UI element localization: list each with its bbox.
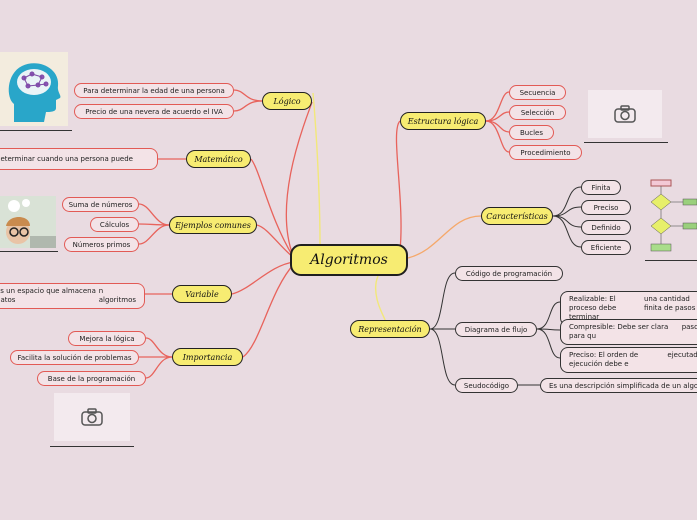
- camera-icon: [81, 408, 103, 426]
- caracteristica-eficiente[interactable]: Eficiente: [581, 240, 631, 255]
- caracteristica-definido[interactable]: Definido: [581, 220, 631, 235]
- topic-estructura-logica[interactable]: Estructura lógica: [400, 112, 486, 130]
- representacion-codigo[interactable]: Código de programación: [455, 266, 563, 281]
- logico-item-nevera[interactable]: Precio de una nevera de acuerdo el IVA: [74, 104, 234, 119]
- representacion-seudocodigo[interactable]: Seudocódigo: [455, 378, 518, 393]
- representacion-diagrama-flujo[interactable]: Diagrama de flujo: [455, 322, 537, 337]
- diagrama-preciso[interactable]: Preciso: El orden de ejecución debe e ej…: [560, 347, 697, 373]
- importancia-programacion[interactable]: Base de la programación: [37, 371, 146, 386]
- brain-head-icon: [0, 52, 68, 126]
- estructura-seleccion[interactable]: Selección: [509, 105, 566, 120]
- image-placeholder[interactable]: [588, 90, 662, 138]
- image-underline: [50, 446, 134, 447]
- variable-line-1: es un espacio que almacena datos: [0, 287, 96, 304]
- realizable-line-1: Realizable: El proceso debe terminar: [569, 295, 617, 321]
- estructura-secuencia[interactable]: Secuencia: [509, 85, 566, 100]
- topic-caracteristicas[interactable]: Características: [481, 207, 553, 225]
- central-topic[interactable]: Algoritmos: [290, 244, 408, 276]
- variable-description[interactable]: es un espacio que almacena datos n algor…: [0, 283, 145, 309]
- topic-variable[interactable]: Variable: [172, 285, 232, 303]
- topic-representacion[interactable]: Representación: [350, 320, 430, 338]
- estructura-bucles[interactable]: Bucles: [509, 125, 554, 140]
- preciso-line-2: ejecutado: [667, 351, 697, 359]
- image-placeholder[interactable]: [54, 393, 130, 441]
- matematico-item[interactable]: determinar cuando una persona puede: [0, 148, 158, 170]
- topic-matematico[interactable]: Matemático: [186, 150, 251, 168]
- variable-line-2: n algoritmos: [98, 287, 136, 304]
- importancia-logica[interactable]: Mejora la lógica: [68, 331, 146, 346]
- caracteristica-preciso[interactable]: Preciso: [581, 200, 631, 215]
- image-underline: [0, 251, 58, 252]
- compresible-line-1: Compresible: Debe ser clara para qu: [569, 323, 669, 340]
- ejemplo-numeros-primos[interactable]: Números primos: [64, 237, 139, 252]
- importancia-solucion[interactable]: Facilita la solución de problemas: [10, 350, 139, 365]
- topic-importancia[interactable]: Importancia: [172, 348, 243, 366]
- flowchart-thumbnail: [645, 178, 697, 258]
- logico-item-edad[interactable]: Para determinar la edad de una persona: [74, 83, 234, 98]
- realizable-line-2: una cantidad finita de pasos: [644, 295, 696, 312]
- image-underline: [645, 260, 697, 261]
- estructura-procedimiento[interactable]: Procedimiento: [509, 145, 582, 160]
- compresible-line-2: pasos: [681, 323, 697, 331]
- preciso-line-1: Preciso: El orden de ejecución debe e: [569, 351, 639, 368]
- caracteristica-finita[interactable]: Finita: [581, 180, 621, 195]
- image-underline: [584, 142, 668, 143]
- ejemplo-suma[interactable]: Suma de números: [62, 197, 139, 212]
- topic-ejemplos-comunes[interactable]: Ejemplos comunes: [169, 216, 257, 234]
- diagrama-compresible[interactable]: Compresible: Debe ser clara para qu paso…: [560, 319, 697, 345]
- topic-logico[interactable]: Lógico: [262, 92, 312, 110]
- ejemplo-calculos[interactable]: Cálculos: [90, 217, 139, 232]
- person-thinking-icon: [0, 196, 56, 248]
- camera-icon: [614, 105, 636, 123]
- image-underline: [0, 130, 72, 131]
- seudocodigo-description[interactable]: Es una descripción simplificada de un al…: [540, 378, 697, 393]
